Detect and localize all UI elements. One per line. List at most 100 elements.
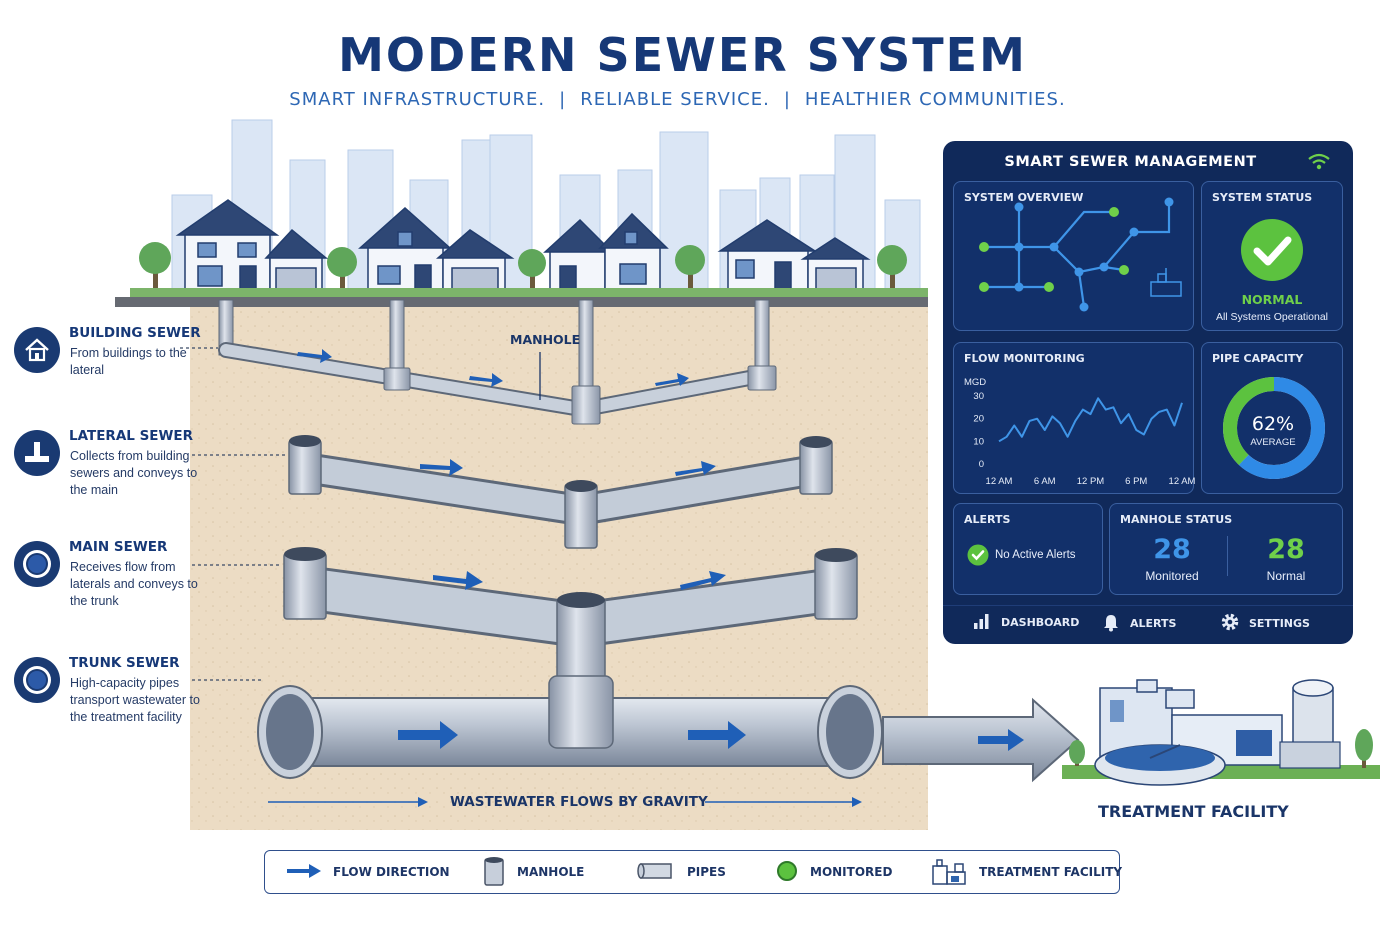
- pipe-ring-icon: [14, 541, 60, 587]
- legend-pipes-label: PIPES: [687, 865, 726, 879]
- tagline-separator: |: [559, 89, 567, 110]
- main-sewer-text: Receives flow from laterals and conveys …: [70, 560, 198, 608]
- manhole-divider: [1227, 536, 1228, 576]
- flow-chart-ytick: 20: [973, 414, 984, 425]
- lateral-sewer-title: LATERAL SEWER: [69, 428, 194, 444]
- trees: [139, 242, 907, 298]
- nav-dashboard[interactable]: DASHBOARD: [972, 612, 1079, 633]
- pipe-capacity-card[interactable]: PIPE CAPACITY 62% AVERAGE: [1201, 342, 1343, 494]
- side-connectors: [180, 347, 287, 681]
- page-title: MODERN SEWER SYSTEM: [338, 28, 1027, 82]
- flow-chart-ytick: 0: [979, 459, 984, 470]
- trunk-sewer-pipe: [257, 675, 883, 779]
- alerts-card[interactable]: ALERTS No Active Alerts: [953, 503, 1103, 595]
- manhole-normal-label: Normal: [1266, 569, 1306, 583]
- trunk-sewer-description: TRUNK SEWER High-capacity pipes transpor…: [12, 655, 212, 765]
- gravity-label: WASTEWATER FLOWS BY GRAVITY: [450, 794, 708, 810]
- flow-chart: MGD 0 10 20 30 12 AM 6 AM 12 PM 6 PM 12 AM: [964, 377, 1195, 487]
- gear-icon: [1220, 612, 1240, 635]
- gravity-arrows: [268, 797, 862, 807]
- flow-chart-xtick: 12 AM: [986, 476, 1013, 487]
- nav-alerts[interactable]: ALERTS: [1101, 612, 1176, 635]
- building-sewer-pipes: [218, 299, 777, 425]
- lateral-sewer-text: Collects from building sewers and convey…: [70, 449, 198, 497]
- system-status-value: NORMAL: [1241, 292, 1303, 307]
- ground-line: [115, 297, 928, 307]
- wifi-icon: [1307, 153, 1331, 176]
- pipe-capacity-title: PIPE CAPACITY: [1212, 352, 1304, 365]
- treatment-facility-building: [1062, 679, 1380, 786]
- smart-sewer-dashboard: SMART SEWER MANAGEMENT SYSTEM OVERVIEW: [943, 141, 1353, 644]
- manhole-monitored-label: Monitored: [1145, 569, 1199, 583]
- legend-pipes: PIPES: [637, 851, 726, 893]
- legend-flow-direction: FLOW DIRECTION: [287, 851, 450, 893]
- flow-chart-xtick: 12 AM: [1169, 476, 1195, 487]
- flow-chart-xtick: 12 PM: [1077, 476, 1105, 487]
- building-sewer-text: From buildings to the lateral: [70, 346, 187, 377]
- lateral-sewer-description: LATERAL SEWER Collects from building sew…: [12, 428, 212, 538]
- tagline-service: RELIABLE SERVICE.: [580, 89, 770, 110]
- pipe-ring-icon: [14, 657, 60, 703]
- legend-treatment-facility: TREATMENT FACILITY: [931, 851, 1122, 893]
- legend-monitored: MONITORED: [776, 851, 892, 893]
- flow-monitoring-title: FLOW MONITORING: [964, 352, 1085, 365]
- legend-flow-direction-label: FLOW DIRECTION: [333, 865, 450, 879]
- legend-bar: FLOW DIRECTION MANHOLE PIPES MONITORED T…: [264, 850, 1122, 894]
- flow-arrows: [297, 349, 1024, 751]
- treatment-facility-icon: [931, 856, 967, 889]
- flow-monitoring-card[interactable]: FLOW MONITORING MGD 0 10 20 30 12 AM 6 AM 12 PM…: [953, 342, 1195, 494]
- treatment-facility-label: TREATMENT FACILITY: [1098, 802, 1289, 821]
- tagline-infrastructure: SMART INFRASTRUCTURE.: [289, 89, 546, 110]
- houses: [175, 199, 871, 299]
- manhole-label: MANHOLE: [510, 332, 581, 347]
- manhole-monitored-count: 28: [1153, 534, 1191, 565]
- main-sewer-description: MAIN SEWER Receives flow from laterals a…: [12, 539, 212, 649]
- alerts-title: ALERTS: [964, 513, 1011, 526]
- manhole-icon: [483, 856, 505, 889]
- legend-monitored-label: MONITORED: [810, 865, 893, 879]
- house-icon: [14, 327, 60, 373]
- flow-chart-xtick: 6 PM: [1125, 476, 1147, 487]
- flow-chart-ytick: 10: [973, 436, 984, 447]
- nav-settings[interactable]: SETTINGS: [1220, 612, 1310, 635]
- lateral-pipe-icon: [14, 430, 60, 476]
- pipe-capacity-label: AVERAGE: [1250, 437, 1296, 448]
- system-overview-title: SYSTEM OVERVIEW: [964, 191, 1084, 204]
- flow-chart-xtick: 6 AM: [1034, 476, 1056, 487]
- system-status-card[interactable]: SYSTEM STATUS NORMAL All Systems Operati…: [1201, 181, 1343, 331]
- manhole-status-title: MANHOLE STATUS: [1120, 513, 1233, 526]
- gauge-remaining: [1223, 377, 1325, 479]
- flow-arrow-icon: [287, 863, 321, 881]
- check-circle-icon: [967, 544, 989, 571]
- legend-manhole-label: MANHOLE: [517, 865, 585, 879]
- system-status-title: SYSTEM STATUS: [1212, 191, 1313, 204]
- capacity-gauge: [1223, 377, 1325, 479]
- nav-divider: [943, 605, 1353, 606]
- monitored-dot-icon: [776, 860, 798, 885]
- flow-chart-ylabel: MGD: [964, 377, 986, 388]
- tagline-separator: |: [783, 89, 791, 110]
- main-sewer-title: MAIN SEWER: [69, 539, 168, 555]
- grass-strip: [130, 288, 928, 298]
- building-sewer-title: BUILDING SEWER: [69, 325, 201, 341]
- network-map: [979, 197, 1182, 312]
- legend-treatment-facility-label: TREATMENT FACILITY: [979, 865, 1123, 879]
- system-status-detail: All Systems Operational: [1215, 311, 1329, 323]
- flow-chart-ytick: 30: [973, 391, 984, 402]
- bell-icon: [1101, 612, 1121, 635]
- system-overview-card[interactable]: SYSTEM OVERVIEW: [953, 181, 1194, 331]
- bar-chart-icon: [972, 612, 992, 633]
- nav-settings-label: SETTINGS: [1249, 617, 1310, 630]
- trunk-sewer-text: High-capacity pipes transport wastewater…: [70, 676, 200, 724]
- nav-dashboard-label: DASHBOARD: [1001, 616, 1080, 629]
- manhole-normal-count: 28: [1267, 534, 1305, 565]
- flow-line-series: [998, 397, 1183, 443]
- nav-alerts-label: ALERTS: [1130, 617, 1177, 630]
- page-subtitle: SMART INFRASTRUCTURE. | RELIABLE SERVICE. |…: [0, 89, 1355, 110]
- pipe-capacity-value: 62%: [1251, 413, 1295, 435]
- pipe-icon: [637, 861, 675, 884]
- manhole-status-card[interactable]: MANHOLE STATUS 28 Monitored 28 Normal: [1109, 503, 1343, 595]
- trunk-sewer-title: TRUNK SEWER: [69, 655, 180, 671]
- building-sewer-description: BUILDING SEWER From buildings to the lat…: [12, 325, 212, 435]
